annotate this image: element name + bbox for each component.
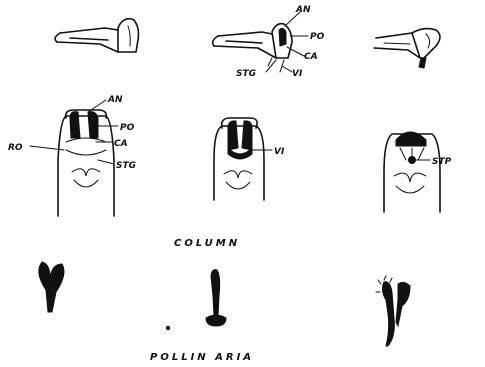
label-po-column: PO <box>120 123 135 133</box>
pollinarium-3 <box>376 276 410 346</box>
label-ca-column: CA <box>114 139 128 149</box>
label-ro-column: RO <box>8 143 23 153</box>
caption-column: COLUMN <box>174 238 240 249</box>
label-ca-top: CA <box>304 52 318 62</box>
pollinarium-1 <box>39 262 64 312</box>
stray-dot <box>166 326 169 329</box>
label-po-top: PO <box>310 32 325 42</box>
column-front-3 <box>384 132 440 212</box>
pollinarium-2 <box>206 270 226 326</box>
label-stp-column: STP <box>432 157 452 167</box>
side-view-2 <box>213 24 292 72</box>
label-stg-top: STG <box>236 69 256 79</box>
caption-pollinaria: POLLIN ARIA <box>150 352 254 363</box>
label-an-top: AN <box>295 5 311 15</box>
label-an-column: AN <box>107 95 123 105</box>
label-vi-top: VI <box>292 69 303 79</box>
label-stg-column: STG <box>116 161 136 171</box>
side-view-3 <box>374 29 440 68</box>
label-vi-column: VI <box>274 147 285 157</box>
column-front-2 <box>214 118 264 200</box>
side-view-1 <box>55 19 138 52</box>
side-view-leaders <box>266 12 308 72</box>
